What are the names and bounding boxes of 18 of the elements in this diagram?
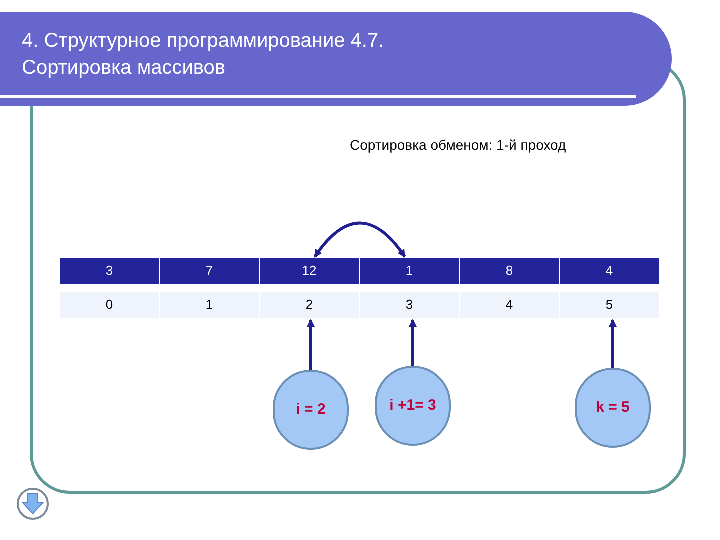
pointer-arrow: [307, 319, 315, 370]
index-cell: 0: [60, 292, 160, 318]
value-cell: 1: [360, 258, 460, 284]
value-cell: 3: [60, 258, 160, 284]
index-cell: 1: [160, 292, 260, 318]
pointer-arrow: [609, 319, 617, 368]
swap-arrow: [314, 222, 406, 258]
pointer-arrow: [409, 319, 417, 366]
index-cell: 2: [260, 292, 360, 318]
index-cell: 5: [560, 292, 660, 318]
value-cell: 4: [560, 258, 660, 284]
value-cell: 7: [160, 258, 260, 284]
index-cell: 3: [360, 292, 460, 318]
slide-title: 4. Структурное программирование 4.7. Сортировка массивов: [22, 29, 386, 81]
index-cell: 4: [460, 292, 560, 318]
value-cell: 8: [460, 258, 560, 284]
subtitle: Сортировка обменом: 1-й проход: [350, 136, 566, 155]
value-cell: 12: [260, 258, 360, 284]
